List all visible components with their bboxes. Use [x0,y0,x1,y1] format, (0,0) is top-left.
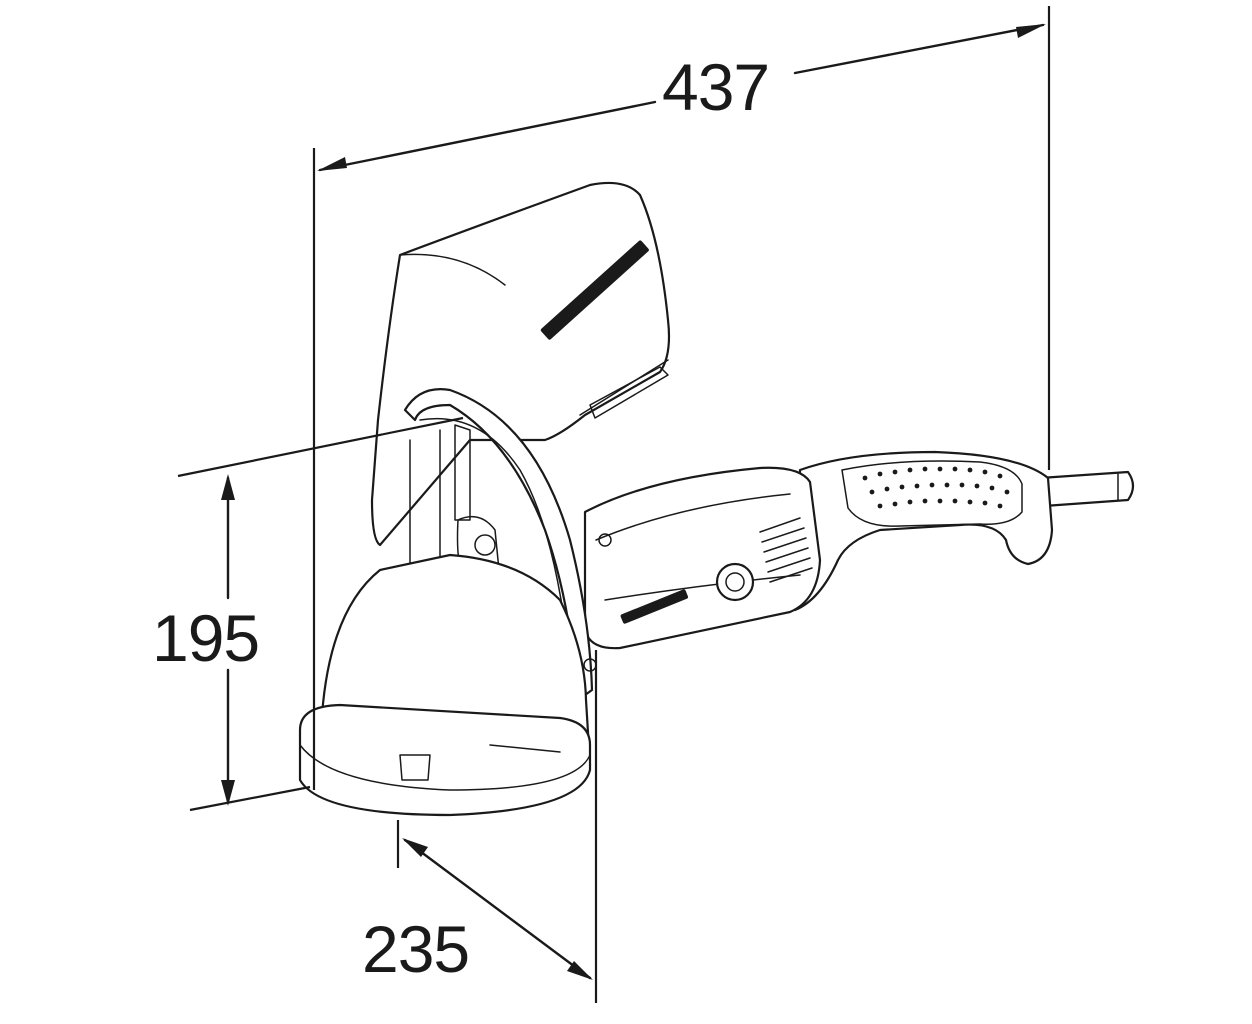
grinder-illustration [298,181,1135,817]
extension-line-bottom [189,785,311,812]
dimension-height-label: 195 [152,601,259,675]
shroud-logo-mark [540,240,649,340]
power-cord [1038,470,1135,508]
speed-knob [715,562,755,602]
motor-housing [583,466,822,650]
arrow-diameter-bottom [567,961,593,980]
rear-handle [793,450,1054,612]
dim-line-length-a [318,100,657,172]
vent-slots [759,517,813,583]
dimension-lines: 437 195 235 [152,6,1051,1003]
arrow-height-bottom [221,780,235,806]
arrow-length-left [317,157,347,171]
dim-line-diameter [403,838,592,980]
arrow-length-right [1016,24,1046,38]
grip-dots [862,466,1010,509]
dimension-length-label: 437 [662,50,769,124]
arrow-height-top [221,474,235,500]
extension-line-top [177,416,464,478]
dimension-diameter-label: 235 [362,912,469,986]
body-logo-mark [620,589,689,624]
dust-shroud [370,181,671,547]
arrow-diameter-top [402,838,428,857]
grip-panel [841,460,1023,527]
grinding-disc [298,703,592,817]
dim-line-length-b [793,23,1045,75]
